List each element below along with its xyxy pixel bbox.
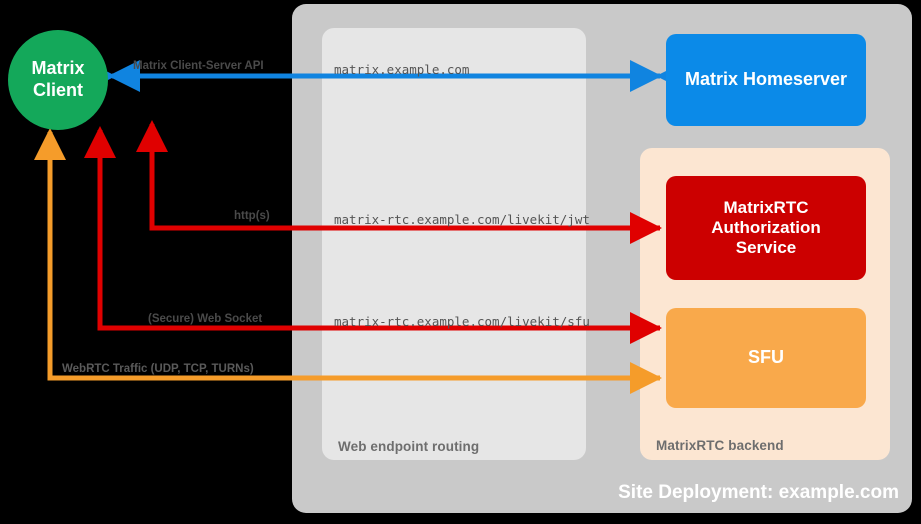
auth-label-line2: Authorization	[711, 217, 821, 237]
homeserver-label: Matrix Homeserver	[684, 69, 848, 90]
label-websocket: (Secure) Web Socket	[148, 313, 263, 325]
client-label-line2: Client	[32, 80, 83, 100]
endpoint-livekit-jwt: matrix-rtc.example.com/livekit/jwt	[334, 212, 590, 227]
client-label-line1: Matrix	[31, 58, 85, 79]
node-matrixrtc-authorization-service[interactable]: MatrixRTC Authorization Service	[666, 176, 866, 280]
sfu-label: SFU	[748, 347, 784, 368]
auth-service-label: MatrixRTC Authorization Service	[711, 198, 821, 258]
label-webrtc-traffic: WebRTC Traffic (UDP, TCP, TURNs)	[62, 363, 254, 375]
matrix-client-label: Matrix Client	[31, 58, 84, 101]
label-matrix-client-server-api: Matrix Client-Server API	[133, 60, 264, 72]
auth-label-line3: Service	[735, 238, 797, 258]
endpoint-matrix-example-com: matrix.example.com	[334, 62, 470, 77]
label-matrixrtc-backend: MatrixRTC backend	[656, 438, 784, 453]
endpoint-livekit-sfu: matrix-rtc.example.com/livekit/sfu	[334, 314, 590, 329]
label-https: http(s)	[234, 210, 270, 222]
auth-label-line1: MatrixRTC	[723, 197, 809, 217]
node-matrix-homeserver[interactable]: Matrix Homeserver	[666, 34, 866, 126]
node-sfu[interactable]: SFU	[666, 308, 866, 408]
node-matrix-client[interactable]: Matrix Client	[8, 30, 108, 130]
label-web-endpoint-routing: Web endpoint routing	[338, 439, 480, 454]
panel-web-endpoint-routing	[322, 28, 586, 460]
label-site-deployment: Site Deployment: example.com	[618, 482, 899, 503]
